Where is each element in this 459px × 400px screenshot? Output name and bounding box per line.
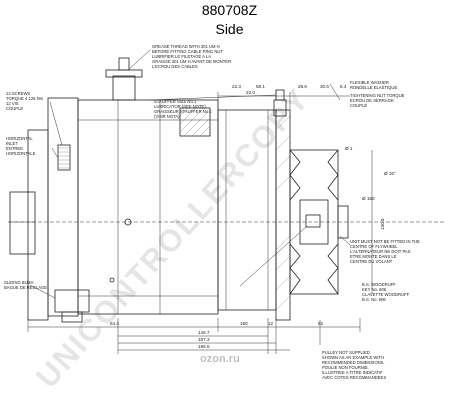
svg-text:ozon.ru: ozon.ru (200, 353, 240, 365)
svg-text:POULIE NON FOURNIE.: POULIE NON FOURNIE. (322, 365, 369, 370)
svg-text:LUBRICATOR (SEE NOTE): LUBRICATOR (SEE NOTE) (154, 104, 206, 109)
svg-text:(VOIR NOTA): (VOIR NOTA) (154, 114, 180, 119)
svg-text:ETRE MONTE DANS LE: ETRE MONTE DANS LE (350, 254, 397, 259)
svg-text:SLIDING BUSH: SLIDING BUSH (4, 280, 34, 285)
dim-bottom-sub-3: 196.5 (198, 344, 210, 349)
dim-bottom-3: 12 (268, 321, 274, 326)
svg-text:TORQUE 4 125 Nm: TORQUE 4 125 Nm (6, 96, 44, 101)
svg-text:GRAISSE 301 UM H AVANT DE MONT: GRAISSE 301 UM H AVANT DE MONTER (152, 59, 231, 64)
dim-bottom-sub-1: 146.7 (198, 330, 210, 335)
svg-text:GRAISSEUR STAUFFER No.1: GRAISSEUR STAUFFER No.1 (154, 109, 212, 114)
svg-text:HORIZONTALE: HORIZONTALE (6, 151, 36, 156)
svg-text:COUPLE: COUPLE (6, 106, 23, 111)
svg-text:12 VIS: 12 VIS (6, 101, 19, 106)
stator-body (8, 57, 445, 315)
svg-text:GREASE THREAD WITH 301 UM H: GREASE THREAD WITH 301 UM H (152, 44, 220, 49)
svg-text:12 SCREWS: 12 SCREWS (6, 91, 30, 96)
svg-text:KEY No. 606: KEY No. 606 (362, 287, 387, 292)
dim-top-4: 28.6 (298, 84, 307, 89)
svg-text:B.S. WOODRUFF: B.S. WOODRUFF (362, 282, 396, 287)
svg-text:COUPLE: COUPLE (350, 103, 367, 108)
callout-horizontal-inlet: HORIZONTAL INLET ENTREE HORIZONTALE (6, 136, 36, 156)
dim-bottom-4: 82 (318, 321, 324, 326)
leader-lines (29, 49, 351, 345)
dim-top-6: 8.4 (340, 84, 347, 89)
svg-text:INLET: INLET (6, 141, 18, 146)
svg-text:HORIZONTAL: HORIZONTAL (6, 136, 33, 141)
callout-unit-note: UNIT MUST NOT BE FITTED IN THE CENTRE OF… (350, 239, 420, 264)
svg-text:B.S. No. 606: B.S. No. 606 (362, 297, 386, 302)
svg-text:FLEXIBLE WASHER: FLEXIBLE WASHER (350, 80, 389, 85)
svg-text:AVEC COTES RECOMMANDEES: AVEC COTES RECOMMANDEES (322, 375, 386, 380)
svg-text:STAUFFER SIZE No.1: STAUFFER SIZE No.1 (154, 99, 197, 104)
dim-top-3: 58.1 (256, 84, 265, 89)
svg-text:RECOMMENDED DIMENSIONS.: RECOMMENDED DIMENSIONS. (322, 360, 385, 365)
dim-bottom-1: 84.4 (110, 321, 119, 326)
dim-right-vertical: 130.8 (380, 218, 385, 230)
svg-text:ECROU DE SERRAGE: ECROU DE SERRAGE (350, 98, 394, 103)
callout-torque: 12 SCREWS TORQUE 4 125 Nm 12 VIS COUPLE (6, 91, 44, 111)
svg-text:ENTREE: ENTREE (6, 146, 23, 151)
callout-stauffer: STAUFFER SIZE No.1 LUBRICATOR (SEE NOTE)… (154, 99, 212, 119)
dim-bottom-sub-2: 187.3 (198, 337, 210, 342)
bottom-dimension-lines (27, 318, 361, 354)
svg-text:L'ALTERNATEUR NE DOIT PAS: L'ALTERNATEUR NE DOIT PAS (350, 249, 411, 254)
callout-sliding-bush: SLIDING BUSH BAGUE DE REGLAGE (4, 280, 47, 290)
svg-text:PULLEY NOT SUPPLIED.: PULLEY NOT SUPPLIED. (322, 350, 371, 355)
svg-text:BAGUE DE REGLAGE: BAGUE DE REGLAGE (4, 285, 47, 290)
svg-text:L'ECROU DES CABLES: L'ECROU DES CABLES (152, 64, 198, 69)
dim-top-5: 30.6 (320, 84, 329, 89)
part-number-title: 880708Z (201, 2, 258, 18)
svg-text:SHOWN AS AN EXAMPLE WITH: SHOWN AS AN EXAMPLE WITH (322, 355, 384, 360)
callout-grease-thread: GREASE THREAD WITH 301 UM H BEFORE FITTI… (152, 44, 231, 69)
svg-text:BEFORE FITTING CABLE RING NUT: BEFORE FITTING CABLE RING NUT (152, 49, 223, 54)
svg-text:CENTRE OF FLYWHEEL: CENTRE OF FLYWHEEL (350, 244, 398, 249)
pulley (289, 149, 349, 295)
svg-text:CLAVETTE WOODRUFF: CLAVETTE WOODRUFF (362, 292, 410, 297)
ozon-logo: ozon.ru (200, 353, 240, 365)
svg-text:UNIT MUST NOT BE FITTED IN THE: UNIT MUST NOT BE FITTED IN THE (350, 239, 420, 244)
angle-label: Ø 15° (384, 171, 396, 176)
dim-top-2: 22.0 (246, 90, 255, 95)
svg-text:CENTRE DU VOLANT: CENTRE DU VOLANT (350, 259, 393, 264)
dim-bottom-2: 180 (240, 321, 248, 326)
callout-top-right: FLEXIBLE WASHER RONDELLE ELASTIQUE TIGHT… (350, 80, 405, 108)
dim-other-1: Ø 1 (345, 146, 353, 151)
svg-text:ILLUSTREE A TITRE INDICATIF: ILLUSTREE A TITRE INDICATIF (322, 370, 383, 375)
callout-pulley-note: PULLEY NOT SUPPLIED. SHOWN AS AN EXAMPLE… (322, 350, 386, 380)
dim-top-1: 22.3 (232, 84, 241, 89)
top-dimension-lines (217, 92, 350, 110)
svg-text:LUBRIFIER LE FILETAGE A LA: LUBRIFIER LE FILETAGE A LA (152, 54, 211, 59)
dim-other-2: Ø 150 (362, 196, 375, 201)
watermark-text: UNICONTROLLERCOPY (29, 81, 316, 395)
svg-text:TIGHTENING NUT TORQUE: TIGHTENING NUT TORQUE (350, 93, 405, 98)
svg-text:RONDELLE ELASTIQUE: RONDELLE ELASTIQUE (350, 85, 397, 90)
callout-woodruff: B.S. WOODRUFF KEY No. 606 CLAVETTE WOODR… (362, 282, 410, 302)
view-subtitle: Side (215, 21, 244, 37)
